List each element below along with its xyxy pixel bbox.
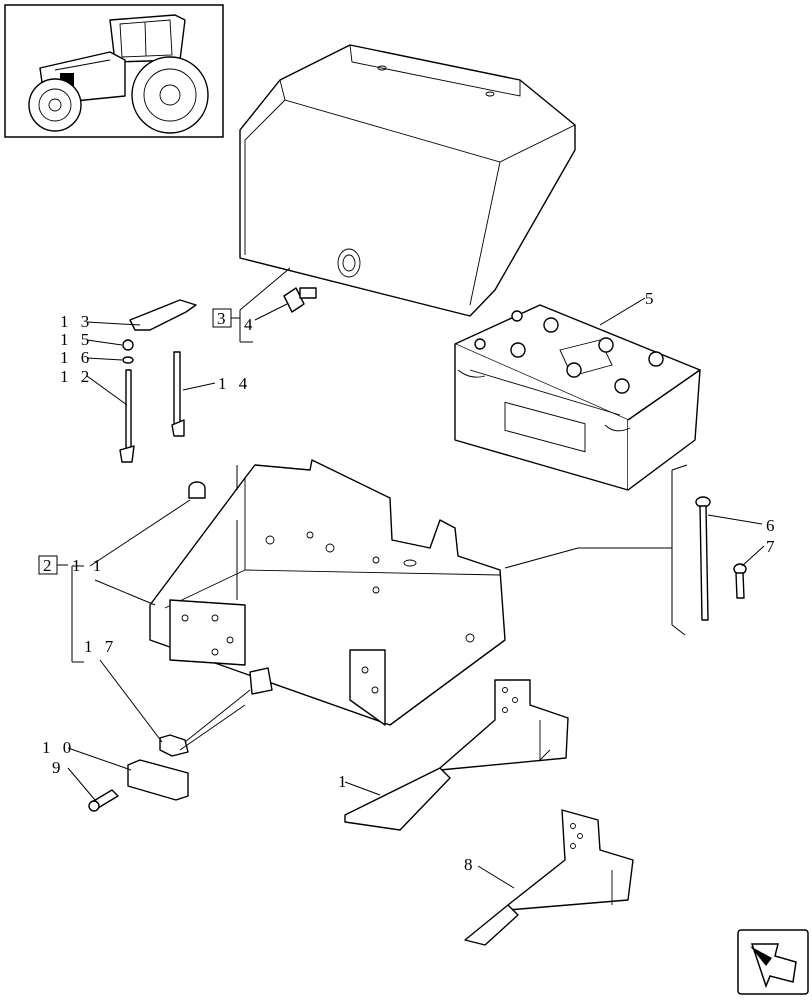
support-bracket-1 [344,679,569,831]
battery-tray [149,459,506,726]
hold-down-rods [119,299,197,463]
leader-lines [67,267,765,889]
clamp-bracket [159,667,273,757]
callout-15: 1 5 [60,330,93,349]
callout-11: 1 1 [72,556,105,575]
callout-13: 1 3 [60,312,93,331]
callout-12: 1 2 [60,367,93,386]
battery [454,304,701,491]
callout-1: 1 [338,772,351,791]
callout-box-3 [212,308,240,328]
cover-knob [283,287,317,313]
callout-box-2-number: 2 [43,556,56,575]
bump-stop [188,481,206,499]
callout-6: 6 [766,516,779,535]
callout-box-3-number: 3 [217,309,230,328]
callout-7: 7 [766,537,779,556]
callout-5: 5 [645,289,658,308]
clamp-plate [88,759,189,812]
fixing-bolts [695,496,747,621]
callout-4: 4 [244,315,257,334]
support-bracket-8 [464,809,634,946]
tractor-locator-icon[interactable] [4,4,224,138]
callout-box-2 [38,555,68,575]
callout-16: 1 6 [60,348,93,367]
callout-10: 1 0 [42,738,75,757]
battery-cover [239,44,576,317]
callout-17: 1 7 [84,637,117,656]
callout-14: 1 4 [218,374,251,393]
callout-9: 9 [52,758,65,777]
callout-8: 8 [464,855,477,874]
next-page-arrow-icon[interactable] [737,929,809,995]
